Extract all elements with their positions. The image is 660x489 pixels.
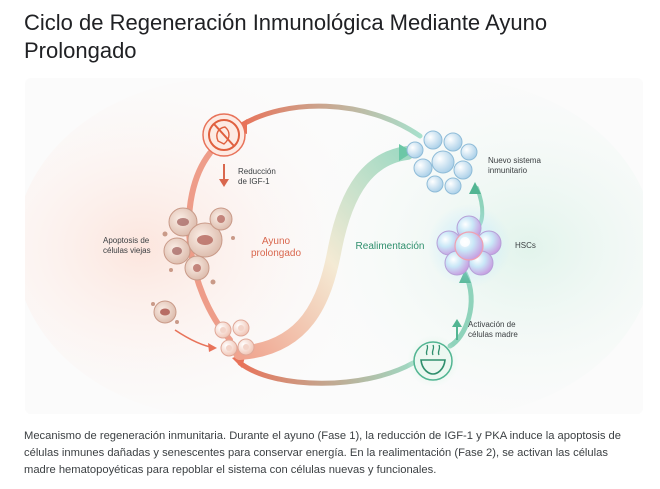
regeneration-cycle-diagram: Reducción de IGF-1 Apoptosis de células … bbox=[25, 78, 643, 414]
label-stem-activation: Activación de células madre bbox=[468, 320, 518, 339]
label-igf-reduction: Reducción de IGF-1 bbox=[238, 167, 276, 186]
figure-caption: Mecanismo de regeneración inmunitaria. D… bbox=[24, 430, 621, 476]
apoptotic-cell bbox=[151, 300, 217, 352]
remaining-cells bbox=[214, 319, 255, 357]
new-immune-cells bbox=[406, 130, 478, 195]
meal-bowl-icon bbox=[407, 335, 459, 387]
page-title: Ciclo de Regeneración Inmunológica Media… bbox=[24, 10, 548, 63]
label-refeeding-phase: Realimentación bbox=[355, 241, 425, 252]
activation-up-arrow bbox=[452, 319, 462, 340]
diagram-canvas bbox=[25, 78, 643, 414]
old-cells-cluster bbox=[162, 207, 235, 285]
label-fasting-phase: Ayuno prolongado bbox=[250, 236, 302, 259]
label-apoptosis: Apoptosis de células viejas bbox=[103, 236, 151, 255]
label-new-immune-system: Nuevo sistema inmunitario bbox=[488, 156, 541, 175]
transition-s-curve bbox=[233, 144, 414, 360]
igf-down-arrow bbox=[219, 164, 229, 187]
label-hscs: HSCs bbox=[515, 241, 536, 250]
hsc-cluster bbox=[427, 204, 511, 288]
crossed-out-food-icon bbox=[202, 113, 246, 157]
